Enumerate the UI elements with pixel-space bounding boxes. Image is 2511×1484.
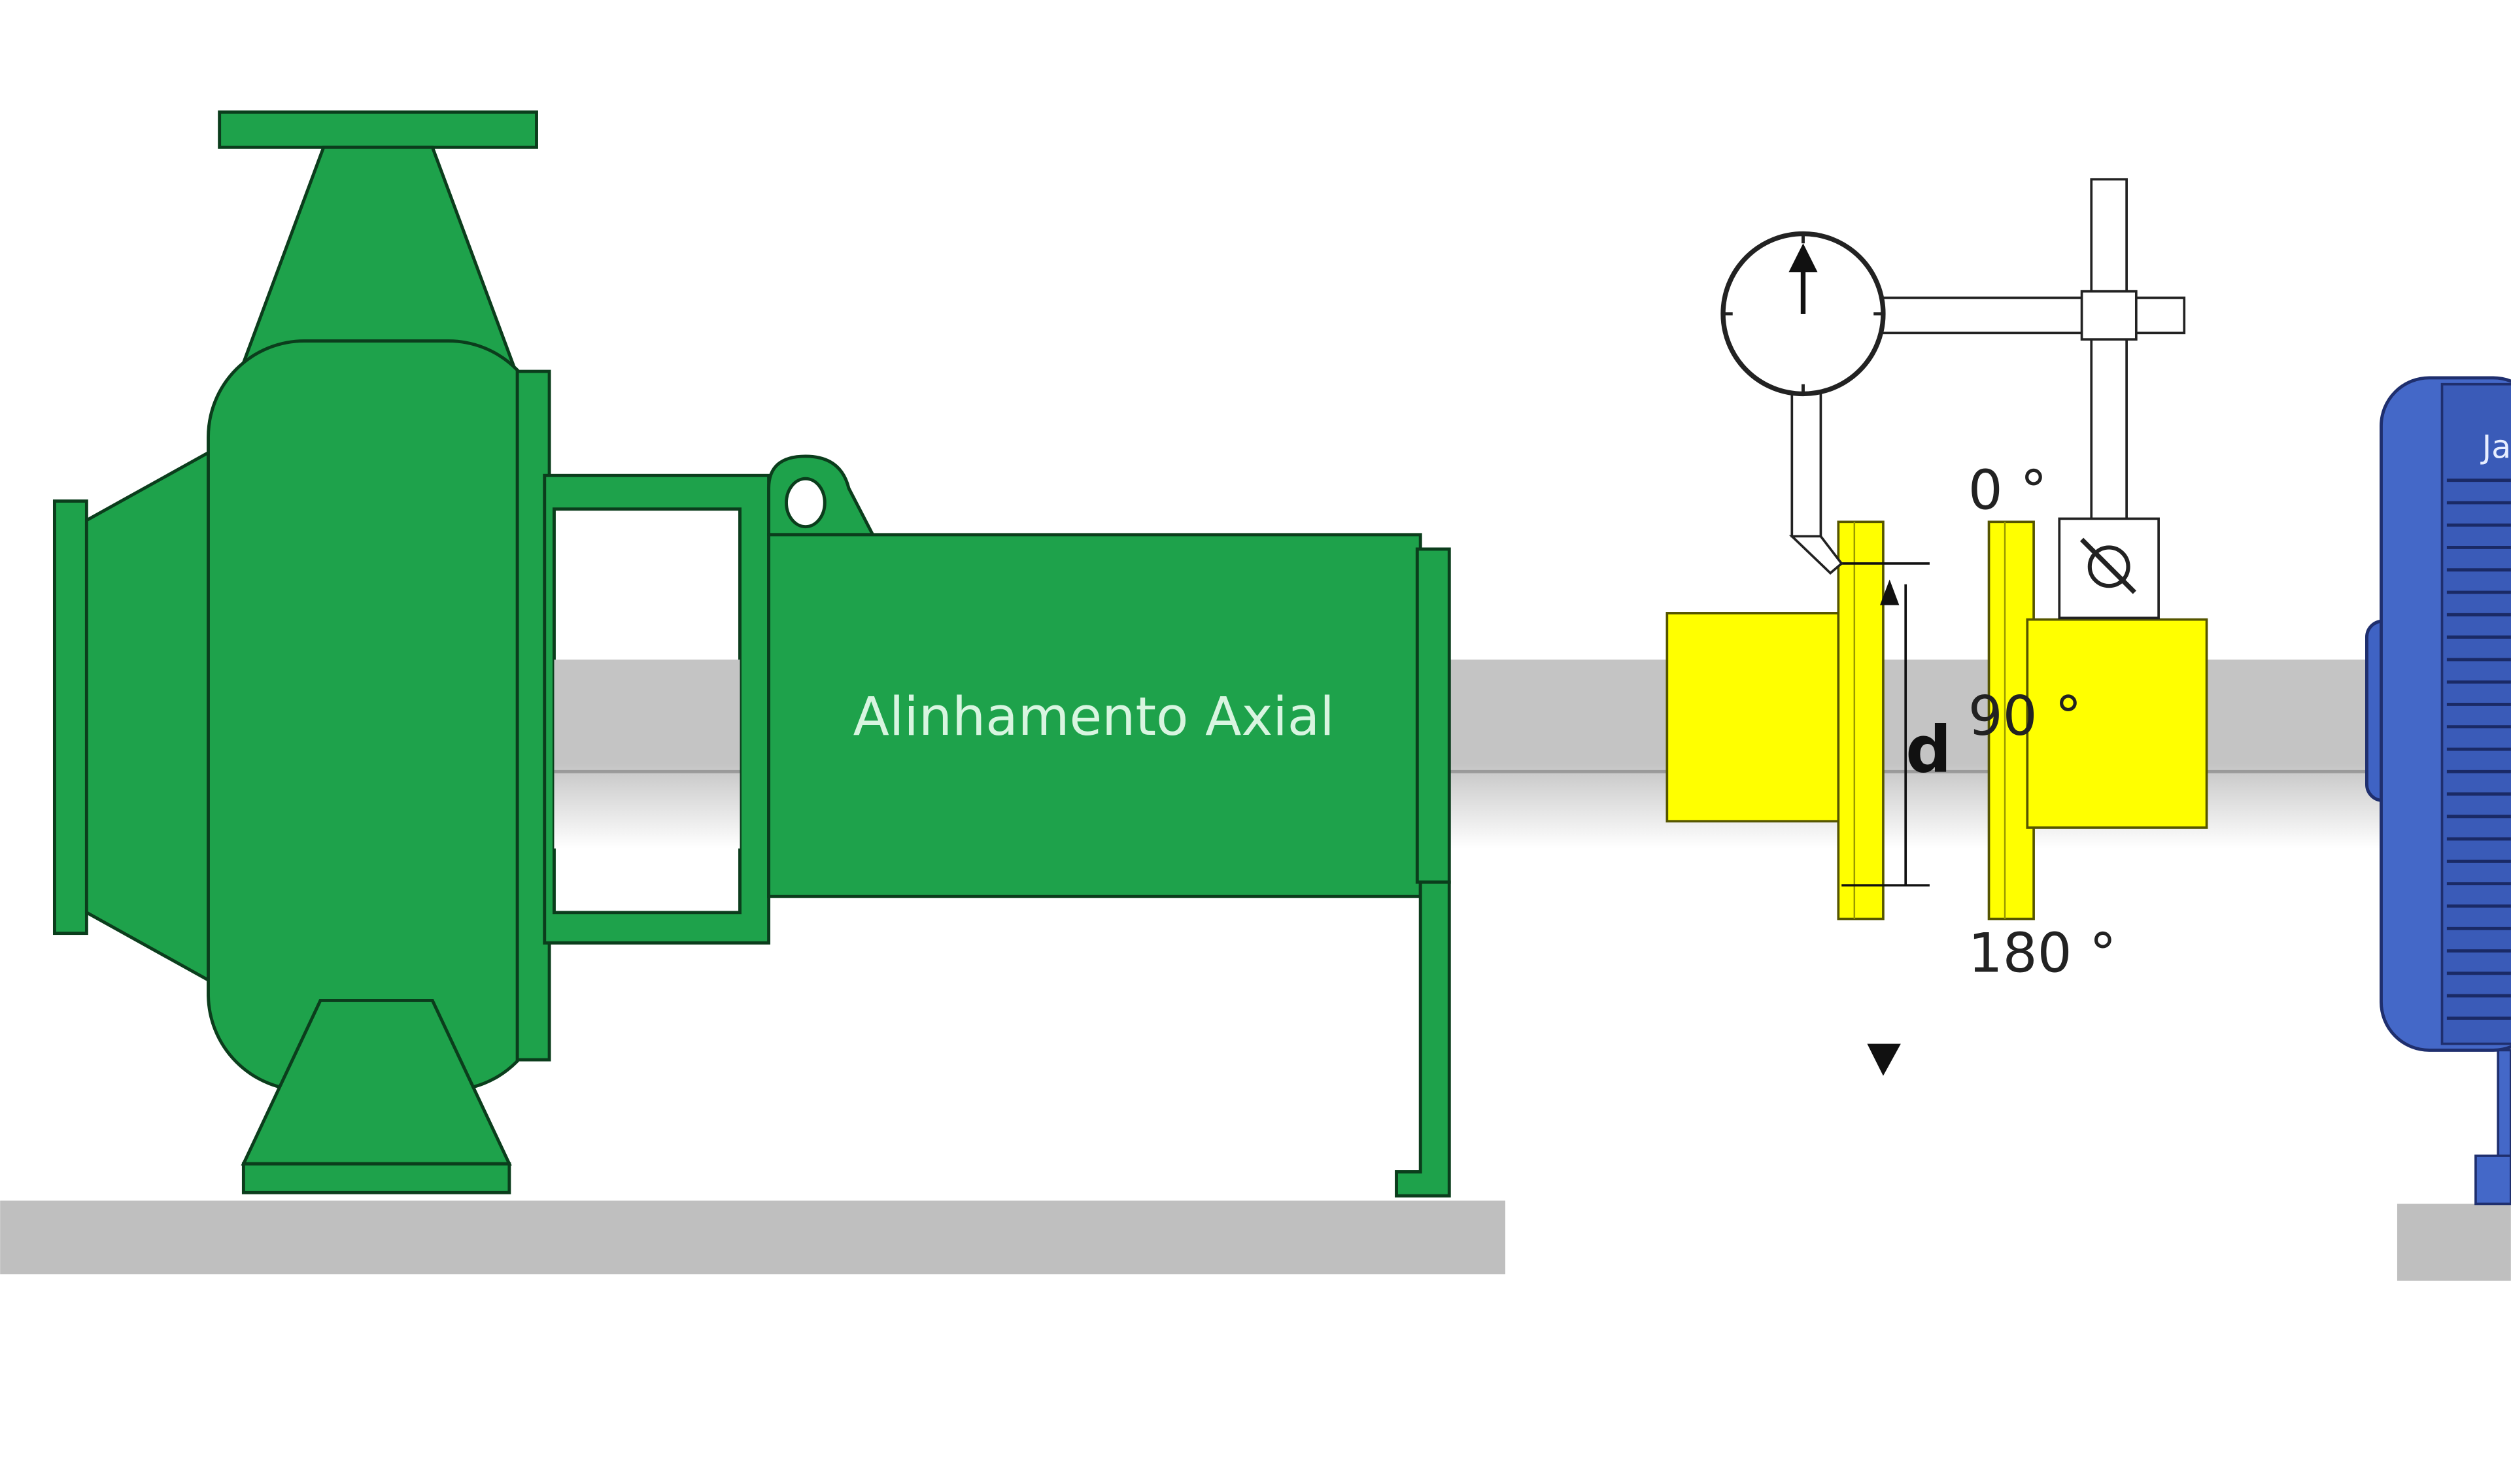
motor-brand-text: Ja [2480,428,2511,465]
pump-casing [207,339,547,1092]
bearing-housing [767,533,1422,898]
coupling-hub-left [1665,612,1848,823]
bearing-support-leg [1395,880,1451,1198]
pump-base-plate [0,1200,1506,1275]
centrifugal-pump [52,110,1451,1198]
suction-flange [52,499,88,936]
bracket-window-shaft [554,659,740,849]
angle-label-0: 0 ° [1968,459,2047,522]
dial-needle-arrow-icon [1788,243,1818,273]
diagram-title: Alinhamento Axial [853,686,1335,748]
bearing-end-cover [1415,547,1451,884]
motor-base-plate [2397,1204,2511,1281]
angle-label-180: 180 ° [1968,921,2117,985]
motor-foot-post [2497,1049,2511,1160]
suction-nozzle [84,445,218,988]
coupling-hub-right [2026,618,2208,829]
dimension-arrow-up [1880,579,1900,605]
coupling [1665,520,2208,920]
indicator-arm [1875,296,2186,335]
indicator-probe [1788,535,1843,575]
dimension-d-marker [1841,562,1930,887]
dial-indicator [1720,178,2186,620]
discharge-nozzle [237,145,519,373]
pump-foot-plate [241,1162,511,1194]
lifting-lug-hole [785,477,827,529]
dimension-arrow-down [1867,1043,1901,1076]
indicator-post [2090,178,2128,525]
dimension-label: d [1905,713,1951,787]
indicator-clamp [2080,290,2138,341]
motor-foot [2474,1155,2511,1206]
motor-finned-section [2440,382,2511,1045]
motor-cooling-fins [2446,479,2511,1020]
electric-motor: Ja [2365,376,2511,1206]
indicator-stem [1790,382,1822,538]
coupling-flange-left [1837,520,1885,920]
discharge-flange [218,110,538,149]
angle-label-90: 90 ° [1968,684,2082,748]
